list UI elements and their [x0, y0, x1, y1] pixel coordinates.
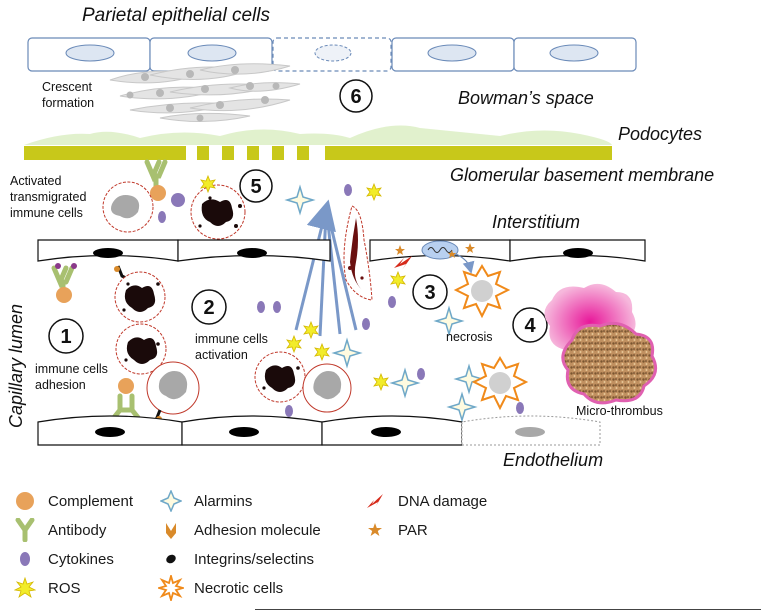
antibody-complement-left [51, 263, 77, 303]
activation-label-2: activation [195, 348, 248, 362]
legend-label: Alarmins [194, 492, 253, 510]
parietal-title: Parietal epithelial cells [82, 5, 270, 26]
ros-scattered [286, 270, 406, 392]
dna-damage-mark [394, 256, 412, 270]
legend-label: Adhesion molecule [194, 521, 321, 539]
legend-ros: ROS [12, 575, 81, 601]
legend-necrotic-cells: Necrotic cells [158, 575, 283, 601]
legend-label: Complement [48, 492, 134, 510]
step-4-number: 4 [524, 315, 536, 337]
legend-dna-damage: DNA damage [362, 488, 487, 514]
interstitium-label: Interstitium [492, 212, 580, 232]
necrotic-cell-1 [453, 264, 511, 319]
glomerular-basement-membrane [24, 146, 612, 160]
antibody-icon [12, 517, 38, 543]
activated-immune-cell [102, 181, 154, 233]
step-5-marker [239, 169, 273, 203]
step-1-number: 1 [60, 326, 71, 348]
antibody-complement-top [144, 159, 185, 223]
ros-cluster-top [200, 174, 382, 202]
step-5-number: 5 [250, 176, 261, 198]
endothelial-cells-lower [37, 415, 601, 446]
cytokines-scattered [257, 296, 524, 417]
necrotic-cell-icon [158, 575, 184, 601]
adhesion-label-2: adhesion [35, 378, 86, 392]
neutrophil-left-2 [115, 323, 167, 375]
adhesion-molecule-icon [158, 517, 184, 543]
legend-label: DNA damage [398, 492, 488, 510]
legend-cytokines: Cytokines [12, 546, 114, 572]
damaged-nucleus [421, 240, 475, 274]
legend-label: Cytokines [48, 550, 114, 568]
bowman-space-label: Bowman’s space [458, 88, 594, 108]
cytokine-icon [12, 546, 38, 572]
step-2-marker [191, 289, 227, 325]
legend-adhesion-molecule: Adhesion molecule [158, 517, 321, 543]
legend-label: ROS [48, 579, 81, 597]
step-3-marker [412, 274, 448, 310]
transmigration-arrows [294, 199, 358, 337]
podocytes-label: Podocytes [618, 124, 702, 144]
neutrophil-left [114, 271, 166, 323]
micro-thrombus-label: Micro-thrombus [576, 404, 663, 418]
step-3-number: 3 [424, 282, 435, 304]
cytokine [344, 184, 352, 196]
legend-label: Necrotic cells [194, 579, 284, 597]
legend-label: PAR [398, 521, 428, 539]
step-1-marker [48, 318, 84, 354]
necrosis-label: necrosis [446, 330, 493, 344]
alarmin-top [284, 184, 316, 216]
complement-icon [12, 488, 38, 514]
step-6-number: 6 [350, 86, 361, 108]
activated-label-3: immune cells [10, 206, 83, 220]
neutrophil-middle [254, 351, 306, 403]
micro-thrombus [544, 283, 658, 405]
legend-alarmins: Alarmins [158, 488, 252, 514]
crescent-nuclei [126, 66, 280, 122]
immune-cell-middle [302, 363, 352, 413]
podocyte-layer [24, 125, 612, 145]
activated-label-2: transmigrated [10, 190, 86, 204]
crescent-label-2: formation [42, 96, 94, 110]
transmigrating-cell [343, 205, 373, 301]
legend-label: Integrins/selectins [194, 550, 315, 568]
immune-cell-bottom [146, 361, 200, 422]
activation-label-1: immune cells [195, 332, 268, 346]
par-icon [362, 517, 388, 543]
step-6-marker [339, 79, 373, 113]
legend-label: Antibody [48, 521, 107, 539]
legend-integrins: Integrins/selectins [158, 546, 314, 572]
neutrophil-top [190, 184, 246, 240]
step-4-marker [512, 307, 548, 343]
bottom-rule [255, 609, 761, 610]
capillary-lumen-label: Capillary lumen [6, 304, 26, 428]
legend-par: PAR [362, 517, 428, 543]
gbm-label: Glomerular basement membrane [450, 165, 714, 185]
legend-antibody: Antibody [12, 517, 106, 543]
endothelium-label: Endothelium [503, 450, 603, 470]
activated-label-1: Activated [10, 174, 61, 188]
necrotic-cell-2 [471, 356, 529, 411]
integrin-icon [158, 546, 184, 572]
adhesion-label-1: immune cells [35, 362, 108, 376]
parietal-epithelial-cells [27, 37, 637, 72]
ros-icon [12, 575, 38, 601]
par-stars-top [395, 243, 475, 258]
dna-damage-icon [362, 488, 388, 514]
endothelial-cells-upper [37, 239, 646, 262]
crescent-label-1: Crescent [42, 80, 93, 94]
alarmin-icon [158, 488, 184, 514]
step-2-number: 2 [203, 297, 214, 319]
legend-complement: Complement [12, 488, 133, 514]
alarmins-scattered [331, 305, 485, 423]
